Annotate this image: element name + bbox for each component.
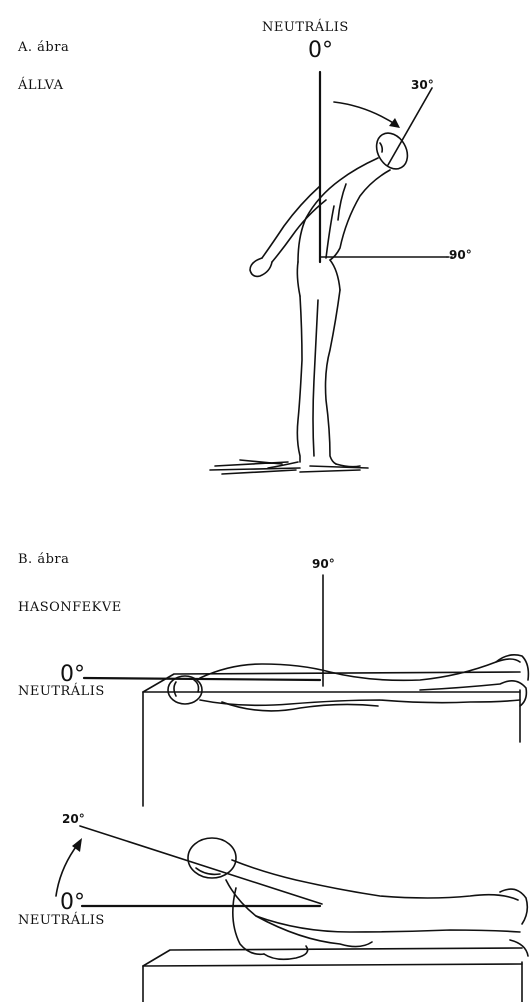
figure-a-leg-back [297, 296, 302, 462]
figure-b-position: HASONFEKVE [18, 600, 122, 615]
arrowhead-icon [389, 118, 400, 128]
figure-a-arc-arrow [334, 102, 398, 126]
figure-a-drawing [210, 72, 452, 474]
figure-c-20-line [80, 826, 322, 904]
figure-c-angle-20: 20° [62, 812, 85, 826]
figure-b-neutral-label: NEUTRÁLIS [18, 684, 105, 699]
figure-c-table-top [143, 948, 522, 966]
figure-b-label: B. ábra [18, 552, 69, 567]
figure-c-arc-arrow [56, 844, 78, 896]
figure-c-head [188, 838, 236, 878]
figure-a-back [298, 158, 378, 262]
figure-b-angle-90: 90° [312, 557, 335, 571]
figure-a-arm [262, 186, 320, 258]
figure-a-leg-front [326, 290, 341, 464]
figure-a-hand [250, 258, 272, 276]
figure-a-head [370, 128, 413, 175]
figure-c-drawing [56, 826, 528, 1002]
figure-a-ground [210, 460, 368, 474]
figure-c-neutral-label: NEUTRÁLIS [18, 913, 105, 928]
figure-b-body-top [200, 659, 520, 680]
figure-b-drawing [84, 575, 528, 806]
figure-b-head [168, 676, 202, 704]
figure-c-zero-degree: 0° [60, 890, 85, 915]
figure-b-neutral-line [84, 678, 320, 680]
figure-c-body-top [232, 860, 518, 900]
